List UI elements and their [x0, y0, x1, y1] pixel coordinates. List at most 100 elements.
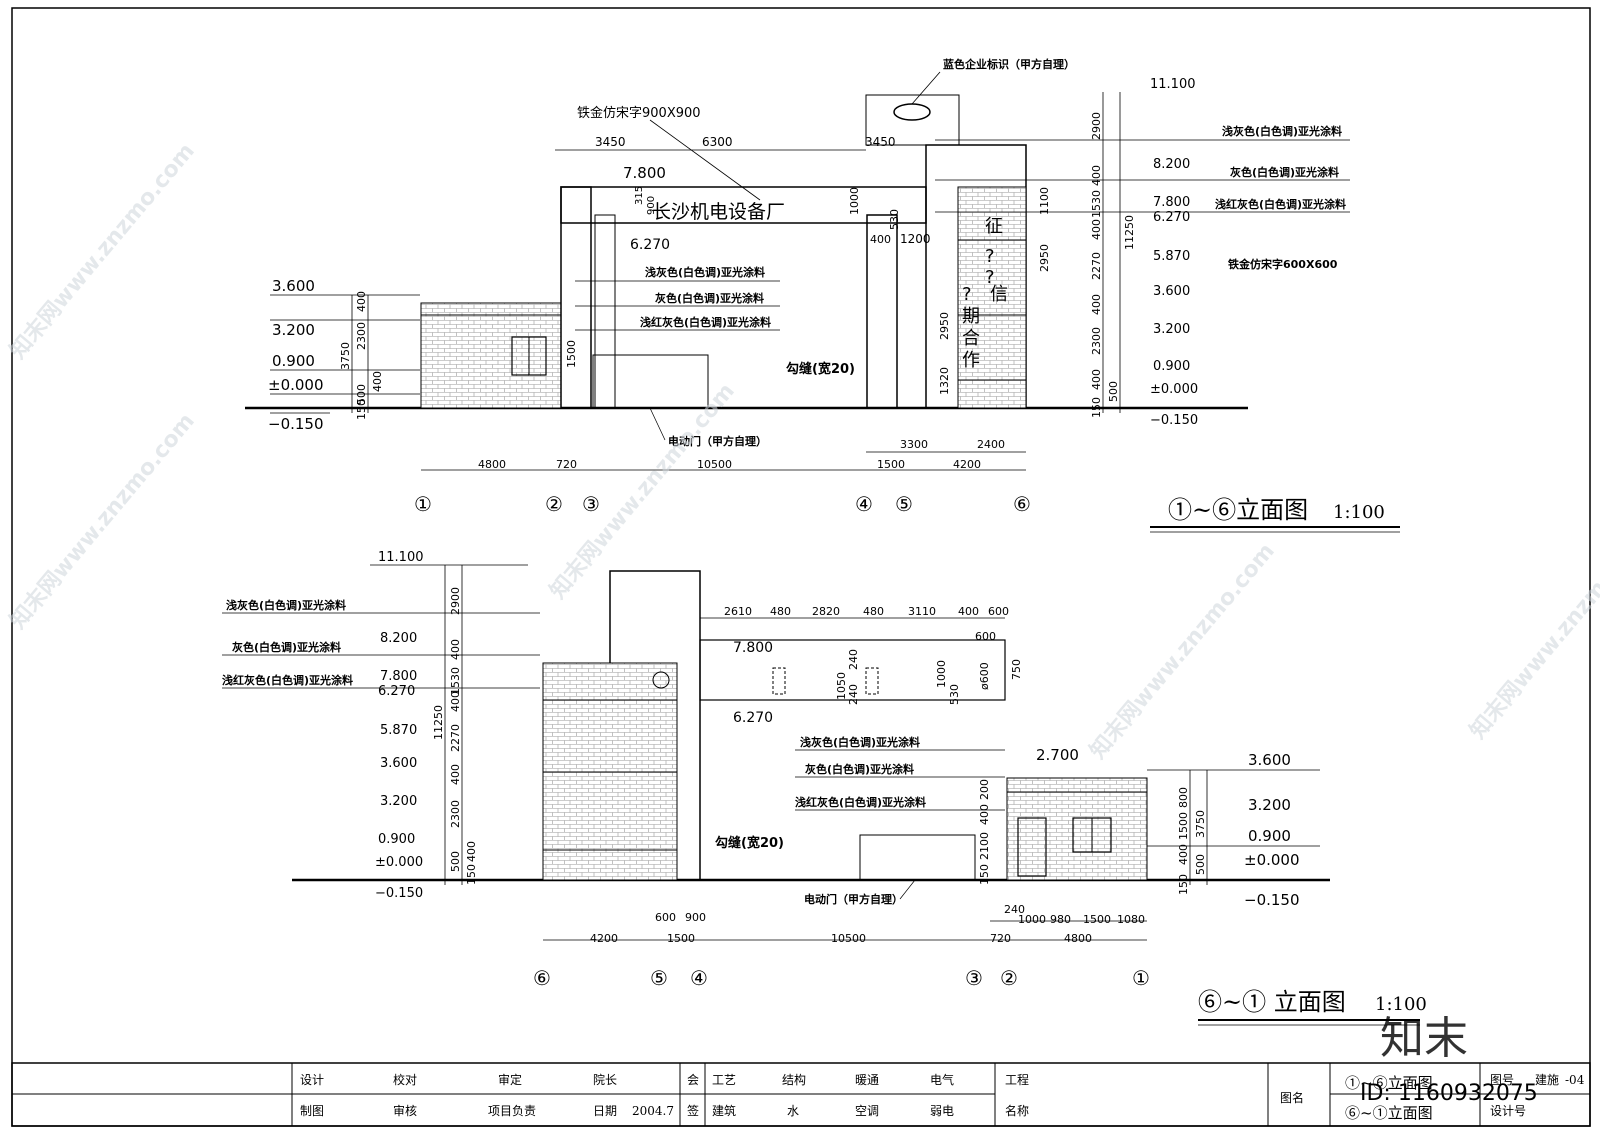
svg-text:7.800: 7.800 — [1153, 195, 1190, 210]
svg-text:建筑: 建筑 — [712, 1103, 736, 1118]
pillar-text: 征 ? ? 信 ? 期 合 作 — [962, 216, 1008, 371]
svg-text:作: 作 — [962, 350, 980, 371]
svg-text:400: 400 — [465, 841, 478, 862]
svg-text:3.600: 3.600 — [380, 756, 417, 771]
svg-text:征: 征 — [985, 216, 1003, 237]
svg-text:②: ② — [545, 492, 563, 516]
svg-text:500: 500 — [355, 384, 368, 405]
svg-text:3.200: 3.200 — [1248, 796, 1291, 814]
svg-text:8.200: 8.200 — [1153, 157, 1190, 172]
svg-text:530: 530 — [948, 684, 961, 705]
svg-text:2004.7: 2004.7 — [632, 1104, 674, 1118]
svg-text:1000: 1000 — [1018, 913, 1046, 926]
svg-text:3450: 3450 — [865, 135, 896, 149]
guardhouse-door — [1017, 817, 1047, 877]
svg-text:知末网www.znzmo.com: 知末网www.znzmo.com — [1465, 518, 1600, 744]
svg-text:③: ③ — [582, 492, 600, 516]
svg-text:600: 600 — [988, 605, 1009, 618]
svg-text:3.200: 3.200 — [272, 321, 315, 339]
svg-text:3.600: 3.600 — [1153, 284, 1190, 299]
svg-text:500: 500 — [1194, 854, 1207, 875]
svg-text:11.100: 11.100 — [378, 550, 424, 565]
svg-text:知末网www.znzmo.com: 知末网www.znzmo.com — [545, 378, 740, 604]
elev2-axes: ⑥ ⑤ ④ ③ ② ① — [533, 966, 1150, 990]
svg-text:400: 400 — [355, 291, 368, 312]
svg-text:400: 400 — [870, 233, 891, 246]
svg-text:信: 信 — [990, 284, 1008, 305]
logo-note: 蓝色企业标识（甲方自理） — [943, 57, 1075, 71]
svg-text:1530: 1530 — [449, 667, 462, 695]
svg-text:3750: 3750 — [339, 342, 352, 370]
elev2-materials-mid: 浅灰色(白色调)亚光涂料 灰色(白色调)亚光涂料 浅红灰色(白色调)亚光涂料 勾… — [715, 735, 1005, 906]
svg-text:315: 315 — [634, 186, 645, 205]
svg-text:2820: 2820 — [812, 605, 840, 618]
svg-text:7.800: 7.800 — [380, 669, 417, 684]
svg-text:240: 240 — [847, 649, 860, 670]
svg-text:浅灰色(白色调)亚光涂料: 浅灰色(白色调)亚光涂料 — [800, 735, 920, 749]
svg-text:2300: 2300 — [1090, 327, 1103, 355]
svg-text:400: 400 — [1090, 165, 1103, 186]
svg-text:1500: 1500 — [1083, 913, 1111, 926]
svg-text:1100: 1100 — [1038, 187, 1051, 215]
watermark: 知末网www.znzmo.com 知末网www.znzmo.com 知末网www… — [5, 138, 1600, 1106]
svg-text:1000: 1000 — [935, 660, 948, 688]
svg-text:0.900: 0.900 — [378, 832, 415, 847]
elev1-left-levels: 3.600 3.200 0.900 ±0.000 −0.150 400 2300… — [268, 277, 578, 433]
svg-text:1320: 1320 — [938, 367, 951, 395]
svg-text:1050: 1050 — [835, 672, 848, 700]
svg-text:水: 水 — [787, 1104, 799, 1118]
svg-text:−0.150: −0.150 — [375, 886, 423, 901]
svg-text:3750: 3750 — [1194, 810, 1207, 838]
svg-text:2950: 2950 — [938, 312, 951, 340]
elev2-left-levels: 11.100 8.200 7.800 6.270 5.870 3.600 3.2… — [370, 550, 528, 901]
svg-text:240: 240 — [1004, 903, 1025, 916]
svg-text:5.870: 5.870 — [1153, 249, 1190, 264]
svg-text:勾缝(宽20): 勾缝(宽20) — [786, 361, 855, 377]
svg-text:2900: 2900 — [449, 587, 462, 615]
elev1-bottom-dims: 4800 720 10500 3300 2400 1500 4200 — [421, 438, 1026, 471]
svg-text:会: 会 — [687, 1073, 699, 1087]
svg-text:弱电: 弱电 — [930, 1104, 954, 1118]
svg-text:3.200: 3.200 — [380, 794, 417, 809]
elevation-2: 11.100 8.200 7.800 6.270 5.870 3.600 3.2… — [222, 550, 1427, 1026]
electric-gate-2 — [859, 834, 976, 881]
elev2-right-levels: 3.600 3.200 0.900 ±0.000 −0.150 800 1500… — [1147, 751, 1320, 909]
svg-text:3450: 3450 — [595, 135, 626, 149]
svg-text:?: ? — [962, 284, 972, 305]
svg-text:3300: 3300 — [900, 438, 928, 451]
sheet-border — [11, 7, 1591, 1127]
svg-text:⑥~①立面图: ⑥~①立面图 — [1345, 1104, 1433, 1122]
svg-text:900: 900 — [685, 911, 706, 924]
elev2-title: ⑥~① 立面图 — [1198, 988, 1346, 1016]
svg-text:电动门（甲方自理）: 电动门（甲方自理） — [804, 892, 903, 906]
svg-text:150: 150 — [465, 864, 478, 885]
svg-text:浅红灰色(白色调)亚光涂料: 浅红灰色(白色调)亚光涂料 — [222, 673, 353, 687]
svg-text:ID: 1160932075: ID: 1160932075 — [1360, 1081, 1538, 1106]
svg-text:工艺: 工艺 — [712, 1073, 736, 1087]
svg-text:4200: 4200 — [590, 932, 618, 945]
svg-text:0.900: 0.900 — [1248, 827, 1291, 845]
svg-text:0.900: 0.900 — [272, 352, 315, 370]
title-block: 设计 校对 审定 院长 会 工艺 结构 暖通 电气 工程 制图 审核 项目负责 … — [11, 1062, 1591, 1127]
svg-text:3.200: 3.200 — [1153, 322, 1190, 337]
svg-text:2950: 2950 — [1038, 244, 1051, 272]
svg-text:3.600: 3.600 — [1248, 751, 1291, 769]
svg-text:审定: 审定 — [498, 1072, 522, 1087]
svg-text:±0.000: ±0.000 — [268, 376, 324, 394]
signage-text: 长沙机电设备厂 — [652, 201, 785, 223]
svg-text:2270: 2270 — [449, 724, 462, 752]
svg-text:5.870: 5.870 — [380, 723, 417, 738]
svg-text:电气: 电气 — [930, 1072, 954, 1087]
electric-gate — [592, 354, 709, 409]
svg-text:150: 150 — [1090, 397, 1103, 418]
svg-text:工程: 工程 — [1005, 1072, 1029, 1087]
svg-text:1500: 1500 — [667, 932, 695, 945]
svg-text:-04: -04 — [1565, 1073, 1585, 1087]
svg-text:签: 签 — [687, 1103, 699, 1118]
svg-text:浅红灰色(白色调)亚光涂料: 浅红灰色(白色调)亚光涂料 — [1215, 197, 1346, 211]
svg-text:4200: 4200 — [953, 458, 981, 471]
elev2-top-dims: 2610 480 2820 480 3110 400 600 600 1050 … — [700, 605, 1079, 885]
svg-text:日期: 日期 — [593, 1104, 617, 1118]
elev1-right-levels: 11.100 8.200 7.800 6.270 5.870 3.600 3.2… — [1090, 77, 1198, 428]
